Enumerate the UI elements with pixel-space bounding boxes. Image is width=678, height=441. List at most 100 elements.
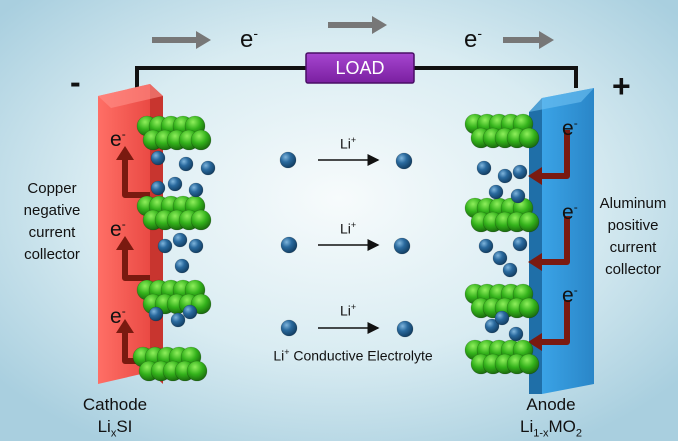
top-electron-left-letter: e (240, 26, 254, 53)
anode-electron-1: e- (562, 117, 578, 139)
cathode-collector-line-1: Copper (27, 180, 77, 197)
anode-graphite-layer-1 (464, 113, 540, 149)
lithium-ion (188, 182, 204, 198)
top-electron-right-letter: e (464, 26, 478, 53)
cathode-formula-main: Li (97, 417, 111, 436)
cathode-formula: LixSI (70, 416, 160, 441)
lithium-ion (170, 312, 186, 328)
cathode-electron-3-charge: - (121, 304, 126, 318)
electron-flow-arrows-top (152, 16, 554, 49)
anode-collector-line-3: current (609, 239, 657, 256)
gray-arrow-2 (328, 16, 387, 34)
gray-arrow-3 (503, 31, 554, 49)
cathode-graphite-layer-2 (136, 195, 212, 231)
cathode-electron-1-charge: - (121, 127, 126, 141)
lithium-ion (150, 180, 166, 196)
lithium-ion (476, 160, 492, 176)
cathode-flow-head-2 (116, 236, 134, 250)
circuit-wire (135, 66, 578, 88)
electrolyte-caption-symbol: Li (273, 347, 285, 364)
lithium-ion (167, 176, 183, 192)
graphite-sphere (518, 353, 540, 375)
cathode-caption: Cathode LixSI (70, 394, 160, 441)
lithium-ion (494, 310, 510, 326)
electrolyte-lithium-ion (395, 152, 413, 170)
ion-label-1-symbol: Li (340, 135, 351, 152)
cathode-collector-line-2: negative (23, 202, 81, 219)
cathode-collector-line-4: collector (24, 246, 80, 263)
cathode-electron-2: e- (110, 218, 126, 240)
graphite-sphere (190, 209, 212, 231)
cathode-graphite-layer-3 (136, 279, 212, 315)
anode-electron-2-letter: e (562, 201, 574, 224)
anode-formula-sub2: 2 (575, 427, 583, 440)
graphite-sphere (518, 297, 540, 319)
anode-flow-head-1 (528, 167, 542, 185)
lithium-ion (488, 184, 504, 200)
graphite-sphere (518, 127, 540, 149)
anode-collector-label: Aluminum positive current collector (592, 193, 674, 281)
lithium-ion (148, 306, 164, 322)
anode-collector-line-2: positive (607, 217, 659, 234)
graphite-sphere (518, 211, 540, 233)
cathode-formula-sub: x (110, 427, 117, 440)
load-label: LOAD (335, 58, 385, 78)
cathode-flow-head-3 (116, 319, 134, 333)
anode-flow-arrow-2 (540, 216, 570, 265)
electrode-ions (148, 150, 528, 342)
cathode-graphite-layer-1 (136, 115, 212, 151)
anode-graphite-layer-2 (464, 197, 540, 233)
anode-formula-sub: 1-x (533, 427, 549, 440)
lithium-ion (157, 238, 173, 254)
anode-collector-line-1: Aluminum (599, 195, 667, 212)
electrolyte-caption-text: Conductive Electrolyte (289, 347, 433, 364)
anode-name: Anode (526, 395, 576, 414)
negative-terminal-sign: - (70, 64, 81, 100)
electrolyte-lithium-ion (280, 319, 298, 337)
electrolyte-caption-charge: + (284, 347, 290, 357)
lithium-ion (172, 232, 188, 248)
lithium-ion (484, 318, 500, 334)
anode-electron-1-charge: - (573, 116, 578, 130)
electrolyte-lithium-ion (279, 151, 297, 169)
cathode-collector-label: Copper negative current collector (10, 178, 94, 266)
anode-formula: Li1-xMO2 (496, 416, 606, 441)
ion-label-2: Li+ (340, 220, 356, 237)
ion-label-3-symbol: Li (340, 302, 351, 319)
anode-formula-main: Li (519, 417, 534, 436)
electrolyte-caption: Li+ Conductive Electrolyte (248, 347, 458, 364)
lithium-ion (478, 238, 494, 254)
cathode-electron-1-letter: e (110, 128, 122, 151)
cathode-electron-2-letter: e (110, 218, 122, 241)
anode-caption: Anode Li1-xMO2 (496, 394, 606, 441)
anode-electron-2: e- (562, 201, 578, 223)
cathode-electron-3: e- (110, 305, 126, 327)
lithium-ion (508, 326, 524, 342)
anode-electron-3-letter: e (562, 284, 574, 307)
positive-terminal-sign: + (612, 68, 631, 104)
cathode-electron-1: e- (110, 128, 126, 150)
electrolyte-lithium-ion (396, 320, 414, 338)
anode-formula-tail: MO (548, 417, 576, 436)
electrolyte-lithium-ion (393, 237, 411, 255)
gray-arrow-1 (152, 31, 211, 49)
anode-electron-3: e- (562, 284, 578, 306)
anode-graphite-layer-4 (464, 339, 540, 375)
anode-collector-line-4: collector (605, 261, 661, 278)
cathode-flow-arrow-1 (122, 160, 150, 198)
top-electron-right-charge: - (477, 25, 483, 41)
cathode-flow-heads (116, 146, 134, 333)
cathode-flow-head-1 (116, 146, 134, 160)
cathode-graphite-layer-4 (132, 346, 208, 382)
anode-flow-head-2 (528, 253, 542, 271)
lithium-ion (497, 168, 513, 184)
lithium-ion (150, 150, 166, 166)
anode-flow-head-3 (528, 333, 542, 351)
anode-electron-3-charge: - (573, 283, 578, 297)
anode-graphite-layer-3 (464, 283, 540, 319)
anode-electron-1-letter: e (562, 117, 574, 140)
cathode-name: Cathode (82, 395, 148, 414)
cathode-electron-3-letter: e (110, 305, 122, 328)
